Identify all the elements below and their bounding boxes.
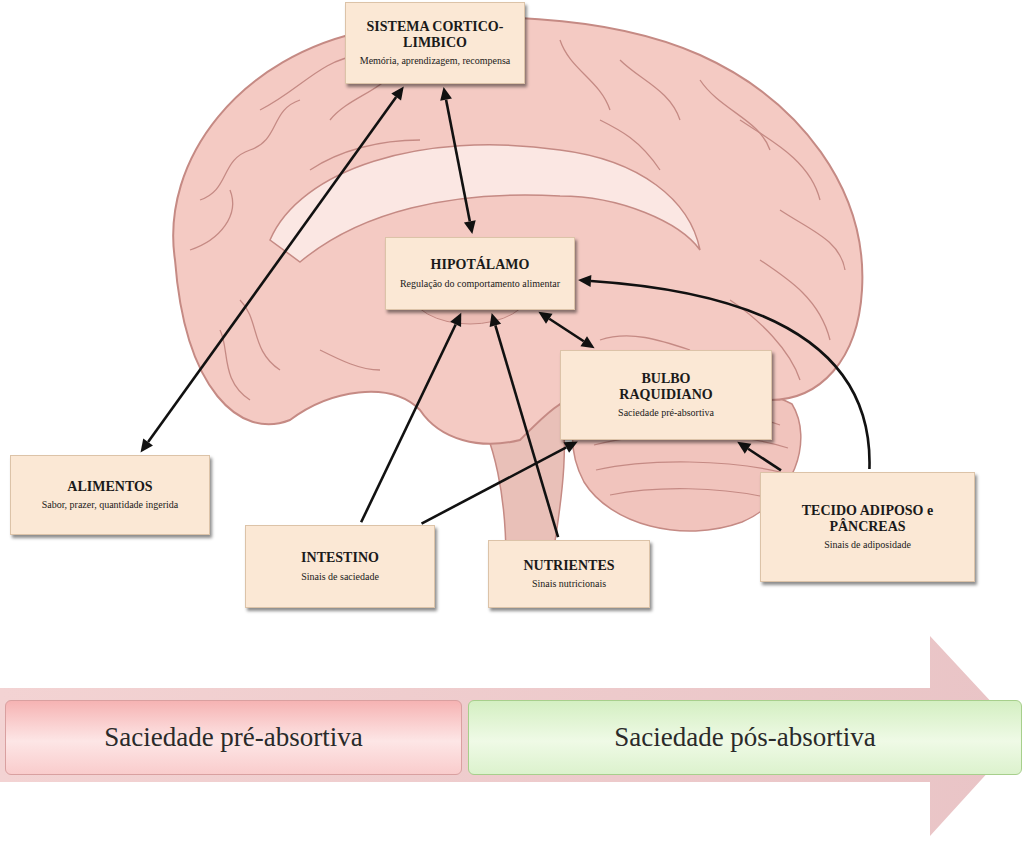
arrow-head xyxy=(450,313,461,327)
box-caption: Saciedade pré-absortiva xyxy=(618,407,714,419)
arrow-head xyxy=(490,313,502,327)
box-title: SISTEMA CORTICO-LIMBICO xyxy=(360,19,510,51)
process-box: BULBO RAQUIDIANO Saciedade pré-absortiva xyxy=(560,350,772,440)
phase-band: Saciedade pré-absortiva xyxy=(5,700,462,775)
process-box: HIPOTÁLAMO Regulação do comportamento ali… xyxy=(385,237,575,310)
connector-arrow xyxy=(549,319,583,341)
box-caption: Sinais de adiposidade xyxy=(824,539,911,551)
process-box: SISTEMA CORTICO-LIMBICO Memória, aprendiz… xyxy=(345,2,525,84)
arrow-head xyxy=(578,275,591,287)
arrow-head xyxy=(464,220,476,234)
connector-arrow xyxy=(748,449,781,471)
connector-arrow xyxy=(495,325,558,537)
process-box: NUTRIENTES Sinais nutricionais xyxy=(488,540,650,608)
process-box: TECIDO ADIPOSO e PÂNCREAS Sinais de adipo… xyxy=(760,472,975,582)
arrow-head xyxy=(580,336,594,348)
box-title: HIPOTÁLAMO xyxy=(431,257,530,273)
box-title: BULBO RAQUIDIANO xyxy=(606,371,726,403)
connector-arrow xyxy=(148,97,396,442)
box-caption: Sinais de saciedade xyxy=(301,571,379,583)
box-caption: Sabor, prazer, quantidade ingerida xyxy=(42,499,179,511)
process-box: INTESTINO Sinais de saciedade xyxy=(245,525,435,608)
arrow-head xyxy=(737,442,751,454)
phase-band: Saciedade pós-absortiva xyxy=(468,700,1022,775)
box-title: ALIMENTOS xyxy=(67,479,152,495)
connector-arrow xyxy=(446,100,470,222)
arrow-head xyxy=(141,439,153,453)
connector-arrow xyxy=(422,447,567,523)
arrow-head xyxy=(391,86,403,100)
timeline-arrow xyxy=(0,636,1022,836)
process-box: ALIMENTOS Sabor, prazer, quantidade inger… xyxy=(10,455,210,535)
arrow-head xyxy=(538,312,552,324)
box-caption: Regulação do comportamento alimentar xyxy=(400,278,560,290)
box-title: Saciedade pós-absortiva xyxy=(614,722,876,753)
box-title: Saciedade pré-absortiva xyxy=(104,722,363,753)
box-title: INTESTINO xyxy=(301,550,379,566)
box-caption: Memória, aprendizagem, recompensa xyxy=(360,55,511,67)
connector-arrow xyxy=(361,324,456,522)
arrow-head xyxy=(564,441,578,452)
brain-gyri xyxy=(190,40,845,400)
box-caption: Sinais nutricionais xyxy=(532,578,606,590)
arrow-head xyxy=(440,87,452,101)
box-title: NUTRIENTES xyxy=(523,558,614,574)
box-title: TECIDO ADIPOSO e PÂNCREAS xyxy=(783,503,953,535)
